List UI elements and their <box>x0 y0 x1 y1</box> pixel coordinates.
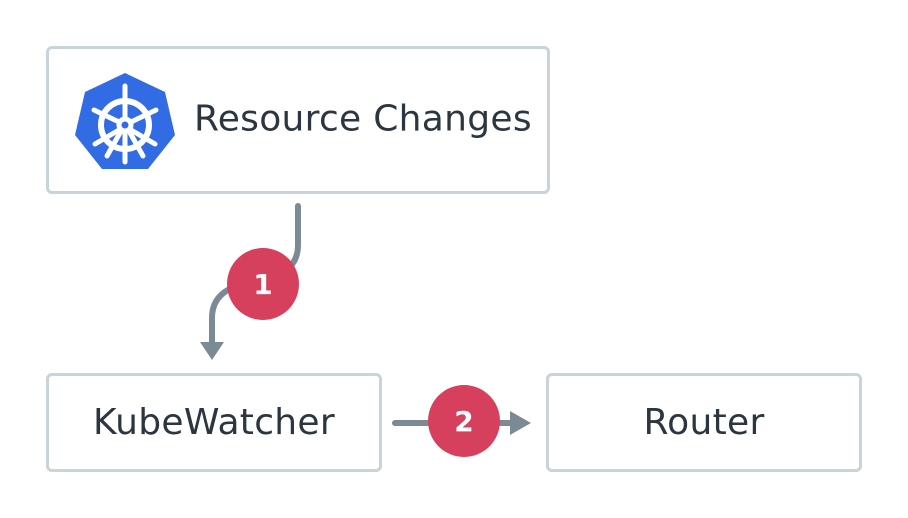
kubewatcher-node: KubeWatcher <box>46 373 382 472</box>
resource-changes-node: Resource Changes <box>46 46 550 194</box>
step-badge-1-number: 1 <box>253 267 273 301</box>
kubernetes-logo-icon <box>75 73 175 169</box>
step-badge-2: 2 <box>428 385 500 457</box>
edge-resource-to-kubewatcher-arrowhead <box>200 342 224 360</box>
resource-changes-label: Resource Changes <box>194 98 532 140</box>
kubewatcher-label: KubeWatcher <box>93 402 335 443</box>
step-badge-2-number: 2 <box>454 404 474 438</box>
edge-kubewatcher-to-router-arrowhead <box>510 411 531 435</box>
router-label: Router <box>643 402 765 443</box>
router-node: Router <box>546 373 862 472</box>
step-badge-1: 1 <box>227 248 299 320</box>
